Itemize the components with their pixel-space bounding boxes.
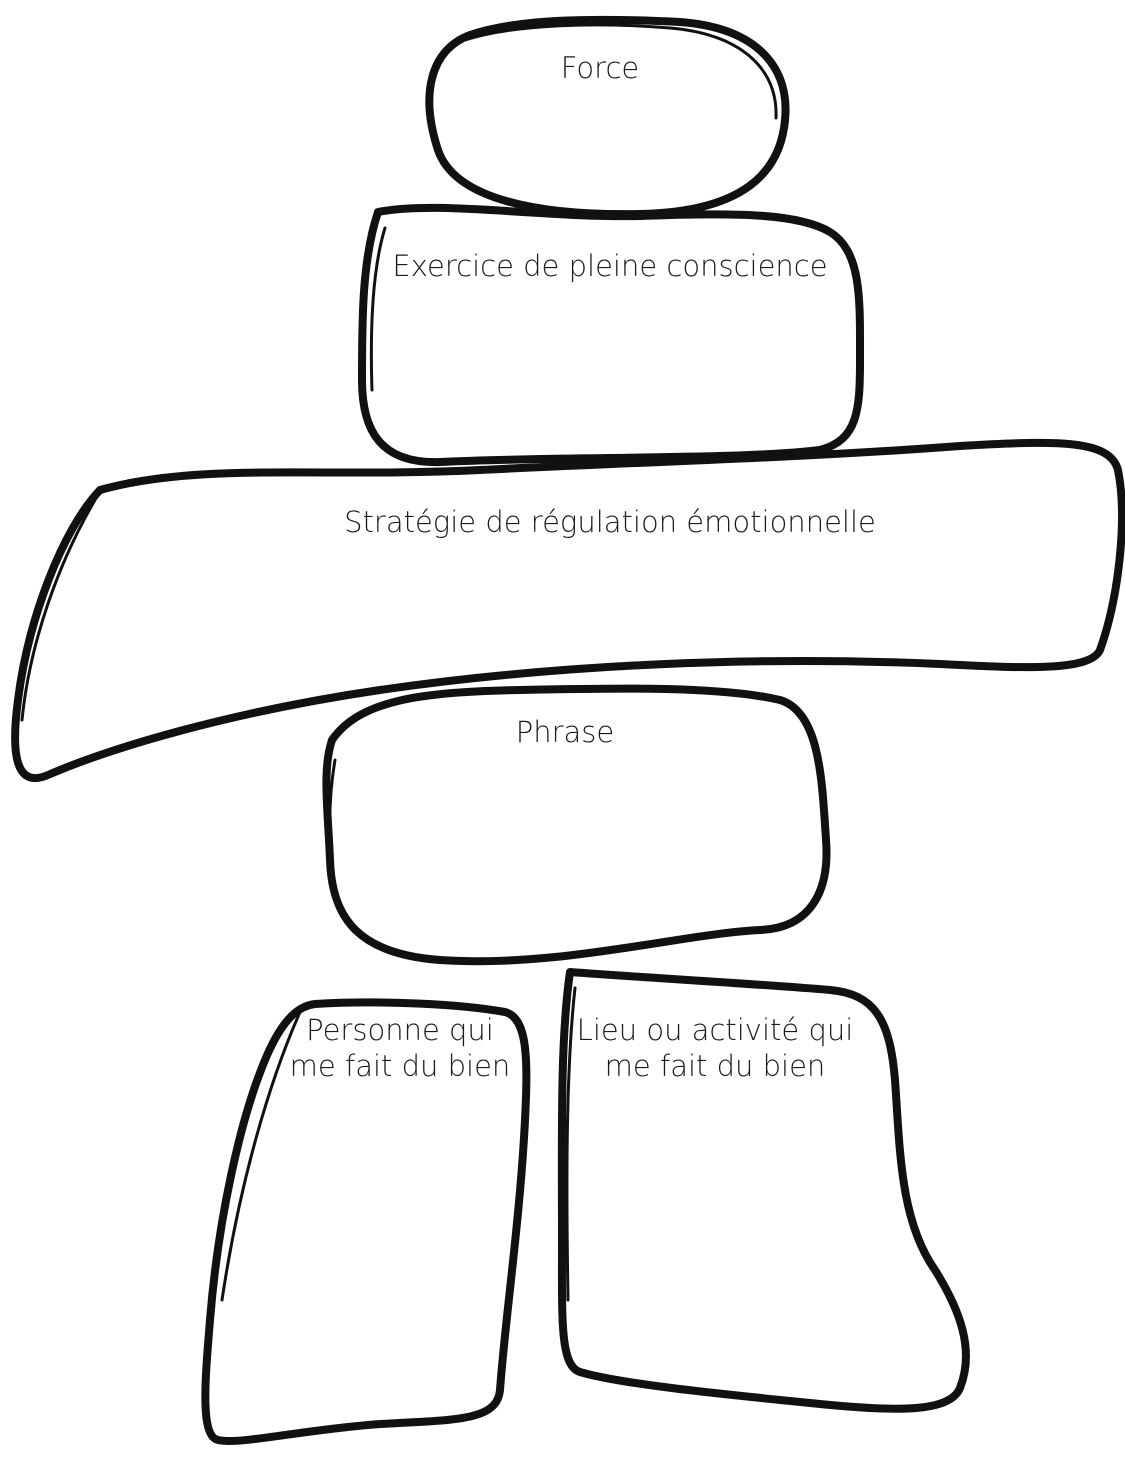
left-leg-label-line-1: Personne qui: [306, 1013, 494, 1047]
body-stone: [322, 684, 831, 966]
left-leg-label-line-2: me fait du bien: [289, 1049, 511, 1083]
neck-stone: [358, 203, 865, 467]
head-label: Force: [560, 51, 640, 85]
left-leg-label: Personne qui me fait du bien: [280, 1012, 520, 1084]
head-stone: [425, 15, 790, 219]
arms-label: Stratégie de régulation émotionnelle: [344, 505, 876, 539]
right-leg-label-line-2: me fait du bien: [604, 1049, 826, 1083]
left-leg-stone: [201, 998, 531, 1445]
right-leg-stone: [557, 968, 970, 1413]
right-leg-label: Lieu ou activité qui me fait du bien: [555, 1012, 875, 1084]
right-leg-label-line-1: Lieu ou activité qui: [576, 1013, 854, 1047]
neck-label: Exercice de pleine conscience: [392, 249, 828, 283]
arms-stone: [11, 438, 1125, 783]
body-label: Phrase: [515, 715, 615, 749]
